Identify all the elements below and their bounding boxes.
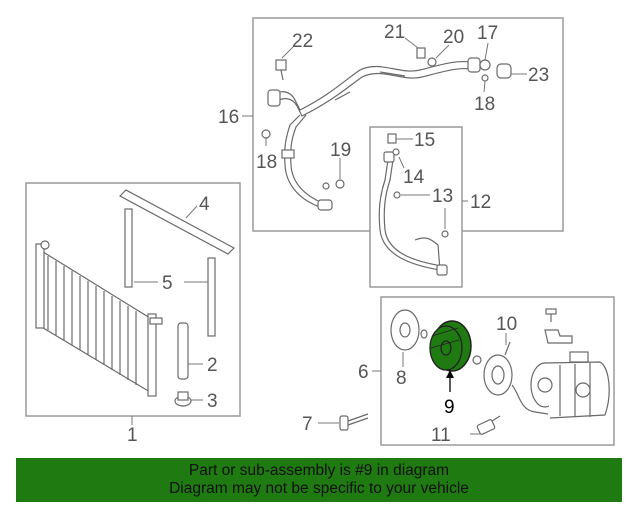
- o-ring-19: [335, 179, 345, 189]
- callout-11[interactable]: 11: [431, 425, 451, 446]
- callout-18-lower[interactable]: 18: [256, 152, 277, 173]
- bolt-15: [387, 133, 397, 144]
- liquid-tube-part: [378, 151, 448, 276]
- o-ring-14: [392, 148, 400, 156]
- condenser-assembly-box: 4 5 2 3 1: [25, 182, 241, 446]
- callout-13[interactable]: 13: [432, 186, 453, 207]
- o-ring-18-lower: [481, 74, 489, 82]
- callout-3[interactable]: 3: [207, 391, 218, 412]
- compressor-body-part: [530, 351, 610, 419]
- bolt-small-part: [545, 308, 557, 322]
- callout-22[interactable]: 22: [292, 31, 313, 52]
- callout-1[interactable]: 1: [127, 425, 138, 446]
- callout-14[interactable]: 14: [403, 167, 425, 188]
- field-coil-part: [472, 341, 549, 415]
- callout-10[interactable]: 10: [496, 314, 517, 335]
- callout-9-highlighted[interactable]: 9: [444, 397, 455, 418]
- callout-5[interactable]: 5: [162, 273, 173, 294]
- liquid-tube-box: 15 14 13 12: [369, 126, 491, 288]
- o-ring-13-left: [393, 191, 401, 199]
- callout-19[interactable]: 19: [330, 140, 351, 161]
- callout-2[interactable]: 2: [207, 355, 218, 376]
- pulley-part-highlighted[interactable]: [429, 320, 472, 372]
- callout-6[interactable]: 6: [358, 362, 369, 383]
- cap-23: [496, 63, 512, 79]
- o-ring-17: [479, 59, 491, 71]
- callout-4[interactable]: 4: [199, 194, 210, 215]
- banner-line-1: Part or sub-assembly is #9 in diagram: [188, 462, 450, 479]
- o-ring-13-right: [441, 230, 449, 238]
- callout-16[interactable]: 16: [218, 107, 239, 128]
- compressor-bolt-part: 7: [302, 413, 369, 435]
- callout-15[interactable]: 15: [414, 130, 435, 151]
- drier-plug-part: [174, 391, 192, 407]
- callout-20[interactable]: 20: [443, 27, 464, 48]
- callout-8[interactable]: 8: [396, 368, 407, 389]
- condenser-part: [35, 240, 163, 397]
- condenser-rail-part: [119, 189, 235, 255]
- callout-7[interactable]: 7: [302, 414, 313, 435]
- parts-diagram: 4 5 2 3 1: [25, 17, 615, 446]
- callout-23[interactable]: 23: [528, 65, 549, 86]
- bolt-22-part: [275, 59, 287, 81]
- o-ring-18-upper: [261, 129, 271, 139]
- pressure-switch-part: [476, 415, 501, 435]
- nut-21: [416, 47, 426, 59]
- condenser-seal-right: [207, 257, 216, 337]
- callout-12[interactable]: 12: [470, 192, 491, 213]
- receiver-drier-part: [177, 322, 189, 380]
- washer-20: [427, 57, 437, 67]
- notice-banner: Part or sub-assembly is #9 in diagram Di…: [16, 458, 622, 502]
- bracket-part: [544, 329, 573, 344]
- condenser-seal-left: [124, 208, 133, 288]
- compressor-box: 8 9 10 11 6: [358, 296, 615, 446]
- callout-17[interactable]: 17: [477, 23, 498, 44]
- suction-hose-part: [267, 57, 481, 211]
- clutch-hub-plate-part: [390, 309, 428, 351]
- banner-line-2: Diagram may not be specific to your vehi…: [169, 480, 469, 497]
- callout-21[interactable]: 21: [384, 22, 405, 43]
- callout-18-upper[interactable]: 18: [474, 94, 495, 115]
